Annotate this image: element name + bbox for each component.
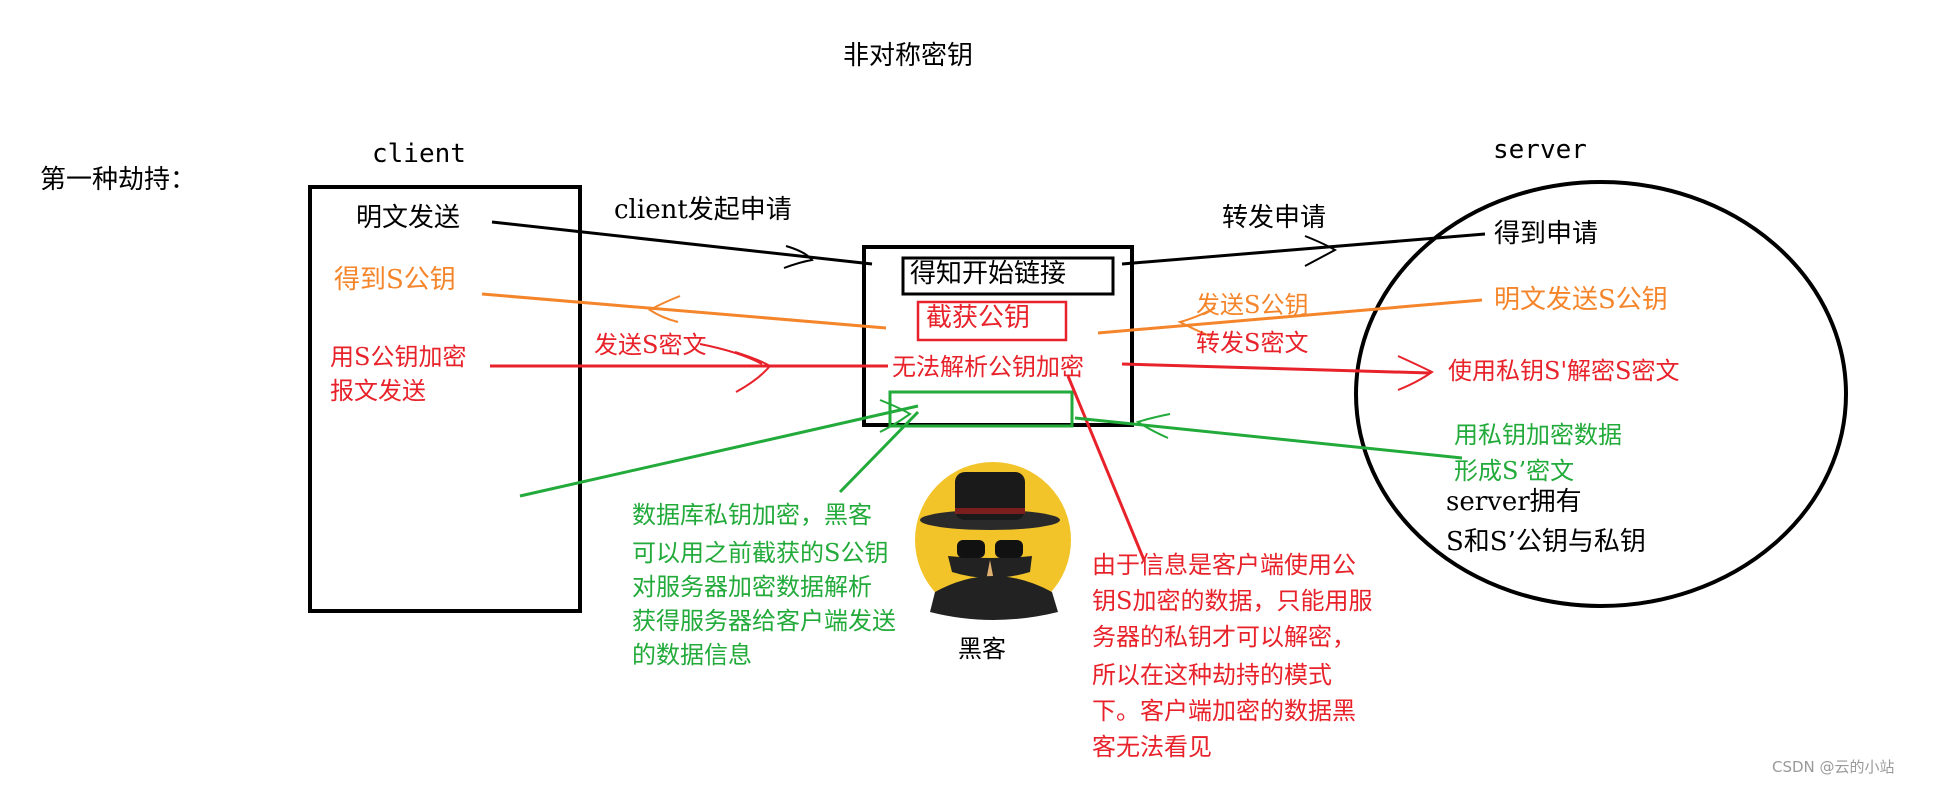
send-ciphertext-label: 发送S密文 [594, 330, 706, 360]
scenario-label: 第一种劫持： [40, 164, 196, 197]
server-got-request: 得到申请 [1494, 218, 1598, 251]
hacker-note-line2: 可以用之前截获的S公钥 [632, 538, 888, 568]
red-explain-line2: 钥S加密的数据，只能用服 [1092, 586, 1372, 616]
forward-request-line [1122, 234, 1485, 264]
hacker-label: 黑客 [958, 634, 1006, 664]
forward-ciphertext-line [1122, 364, 1430, 373]
green-capture-box [890, 392, 1072, 426]
send-key-label: 发送S公钥 [1196, 290, 1308, 320]
server-owns-line2: S和S’公钥与私钥 [1446, 526, 1646, 559]
hacker-note-line5: 的数据信息 [632, 640, 752, 670]
client-request-line [492, 222, 872, 264]
hacker-note-line1: 数据库私钥加密，黑客 [632, 500, 872, 530]
server-encrypt-line1: 用私钥加密数据 [1454, 420, 1622, 450]
server-encrypt-line2: 形成S’密文 [1454, 456, 1574, 486]
forward-ciphertext-label: 转发S密文 [1196, 328, 1308, 358]
client-request-label: client发起申请 [614, 194, 792, 227]
cannot-decrypt-label: 无法解析公钥加密 [892, 352, 1084, 382]
forward-request-label: 转发申请 [1222, 202, 1326, 235]
red-explain-line3: 务器的私钥才可以解密， [1092, 622, 1356, 652]
forward-request-arrowhead [1305, 236, 1335, 266]
client-ciphertext-arrowhead [735, 352, 770, 392]
red-explain-line6: 客无法看见 [1092, 732, 1212, 762]
diagram-title: 非对称密钥 [843, 40, 973, 73]
client-label: client [372, 138, 466, 171]
client-got-key: 得到S公钥 [334, 264, 456, 297]
red-explain-line5: 下。客户端加密的数据黑 [1092, 696, 1356, 726]
hacker-note-line3: 对服务器加密数据解析 [632, 572, 872, 602]
server-owns-line1: server拥有 [1446, 486, 1582, 519]
intercept-key-label: 截获公钥 [926, 302, 1030, 335]
server-label: server [1493, 134, 1587, 167]
hacker-icon [915, 462, 1071, 620]
server-encrypted-line [1075, 418, 1462, 458]
watermark: CSDN @云的小站 [1772, 758, 1895, 777]
client-encrypt-line2: 报文发送 [330, 376, 426, 406]
client-encrypt-line1: 用S公钥加密 [330, 342, 466, 372]
server-decrypt: 使用私钥S'解密S密文 [1448, 356, 1679, 386]
middle-forward-key-line [482, 294, 886, 328]
red-explain-line4: 所以在这种劫持的模式 [1092, 660, 1332, 690]
ciphertext-squiggle [700, 344, 762, 364]
client-send-plaintext: 明文发送 [356, 202, 460, 235]
hacker-note-line4: 获得服务器给客户端发送 [632, 606, 896, 636]
red-explain-line1: 由于信息是客户端使用公 [1092, 550, 1356, 580]
server-send-key: 明文发送S公钥 [1494, 284, 1668, 317]
start-link-label: 得知开始链接 [910, 258, 1066, 291]
